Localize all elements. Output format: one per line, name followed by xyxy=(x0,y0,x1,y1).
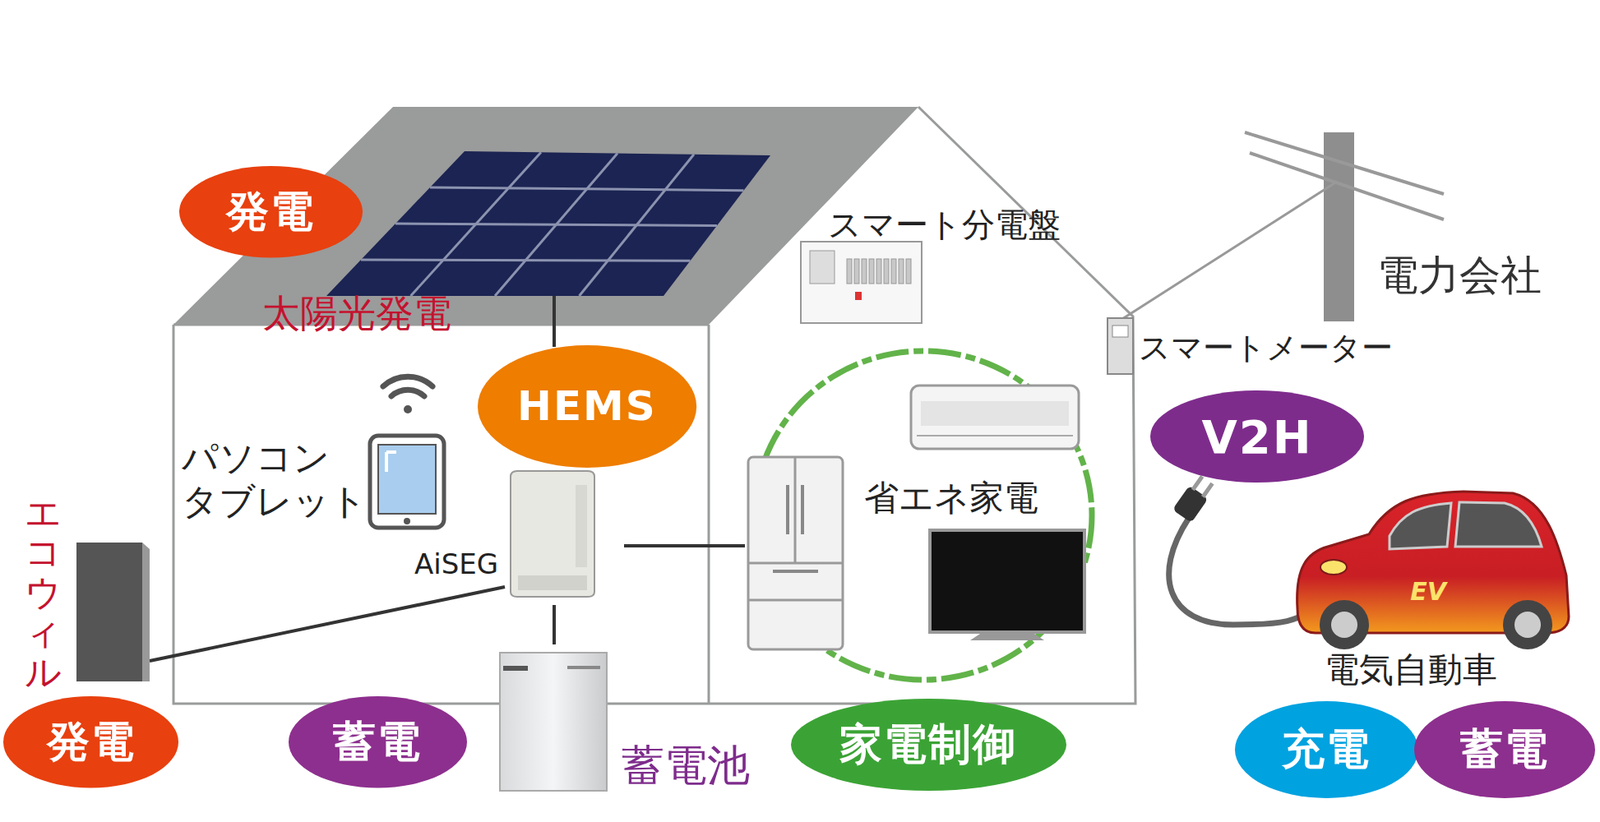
tablet-screen xyxy=(378,444,436,514)
smart-meter xyxy=(1107,318,1133,375)
ellipse-badge: 発電 xyxy=(3,696,179,789)
ellipse-badge: HEMS xyxy=(477,345,697,468)
panel-grid-line xyxy=(360,259,691,261)
ellipse-badge: 蓄電 xyxy=(288,696,468,789)
panel-grid xyxy=(360,152,745,296)
part-label: 省エネ家電 xyxy=(864,477,1039,519)
breaker xyxy=(883,258,889,284)
badge-text: HEMS xyxy=(517,382,657,431)
breaker xyxy=(891,258,897,284)
wire xyxy=(624,544,745,548)
wire xyxy=(552,295,556,347)
wire xyxy=(552,605,556,645)
house-wall xyxy=(707,324,711,704)
ellipse-badge: 蓄電 xyxy=(1414,701,1596,799)
storage-battery xyxy=(499,652,607,791)
part-label: スマート分電盤 xyxy=(827,204,1061,245)
badge-text: 発電 xyxy=(226,183,315,241)
tablet xyxy=(369,435,444,528)
ellipse-badge: 発電 xyxy=(179,166,363,259)
plug xyxy=(1172,473,1217,523)
breaker xyxy=(898,258,904,284)
charging-cable xyxy=(1169,517,1316,625)
part-label: エコウィル xyxy=(24,493,61,693)
house-outline xyxy=(173,106,1136,704)
part-label: スマートメーター xyxy=(1138,329,1393,368)
part-label: 電気自動車 xyxy=(1324,649,1498,691)
wire xyxy=(149,587,505,662)
aiseg-device xyxy=(510,471,595,597)
ellipse-badge: V2H xyxy=(1150,390,1365,483)
breaker xyxy=(846,258,852,284)
part-label: パソコン タブレット xyxy=(181,436,375,524)
solar-panel xyxy=(326,151,771,296)
breaker xyxy=(854,258,860,284)
badge-text: 充電 xyxy=(1281,721,1371,779)
part-label: AiSEG xyxy=(414,547,499,582)
air-conditioner xyxy=(910,385,1079,449)
refrigerator xyxy=(748,457,843,650)
panel-grid-line xyxy=(494,153,618,297)
smart-distribution-board xyxy=(800,241,922,324)
breaker xyxy=(876,258,882,284)
breaker xyxy=(861,258,867,284)
badge-text: 蓄電 xyxy=(1460,721,1550,779)
television xyxy=(929,530,1085,641)
panel-grid-line xyxy=(579,154,695,296)
badge-text: 家電制御 xyxy=(839,716,1018,774)
part-label: 電力会社 xyxy=(1377,250,1542,301)
part-label: EV xyxy=(1410,577,1447,607)
ecowill-unit xyxy=(76,542,143,682)
badge-text: V2H xyxy=(1201,410,1313,464)
electric-car xyxy=(1297,491,1569,650)
ellipse-badge: 家電制御 xyxy=(790,698,1067,791)
wifi-icon xyxy=(383,376,433,414)
badge-text: 発電 xyxy=(46,713,136,772)
part-label: 太陽光発電 xyxy=(262,291,452,337)
breaker xyxy=(906,258,911,284)
breaker xyxy=(869,258,874,284)
badge-text: 蓄電 xyxy=(332,713,422,772)
part-label: 蓄電池 xyxy=(621,739,750,791)
ellipse-badge: 充電 xyxy=(1234,701,1419,799)
